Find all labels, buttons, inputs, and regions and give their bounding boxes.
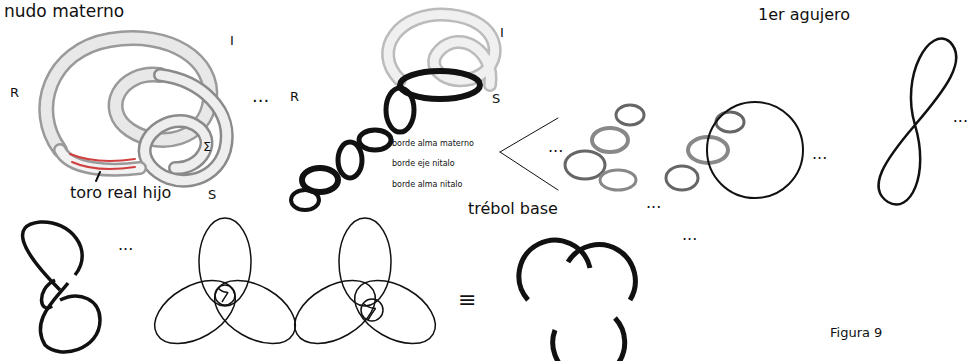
annotation-label: ...: [812, 145, 827, 163]
trefoil-knots: [144, 218, 446, 357]
linked-loops: [565, 105, 744, 190]
annotation-label: toro real hijo: [70, 184, 171, 202]
annotation-label: nudo materno: [4, 2, 124, 21]
figure-caption: Figura 9: [830, 326, 882, 340]
annotation-label: ...: [953, 108, 968, 126]
annotation-label: S: [492, 92, 500, 106]
annotation-label: trébol base: [468, 200, 558, 218]
figure-eight: [878, 39, 956, 205]
annotation-label: I: [230, 34, 234, 48]
base-trefoil: [519, 240, 635, 361]
twisted-loop: [23, 222, 100, 352]
annotation-label: ...: [252, 86, 269, 106]
hole-circle: [707, 102, 803, 198]
annotation-label: ...: [548, 138, 563, 156]
annotation-label: R: [10, 86, 19, 100]
annotation-label: ...: [118, 236, 133, 254]
knot-with-rings: [291, 15, 558, 210]
mother-knot: [46, 38, 227, 181]
annotation-label: borde alma nitalo: [392, 181, 462, 190]
annotation-label: 1er agujero: [758, 6, 850, 24]
annotation-label: S: [208, 188, 216, 202]
annotation-label: R: [290, 90, 299, 104]
annotation-label: ...: [646, 194, 661, 212]
annotation-label: borde eje nitalo: [392, 160, 455, 169]
annotation-label: ≡: [458, 288, 476, 312]
annotation-label: I: [500, 26, 504, 40]
annotation-label: ...: [682, 226, 697, 244]
annotation-label: Σ: [203, 140, 211, 154]
annotation-label: borde alma materno: [392, 140, 474, 149]
